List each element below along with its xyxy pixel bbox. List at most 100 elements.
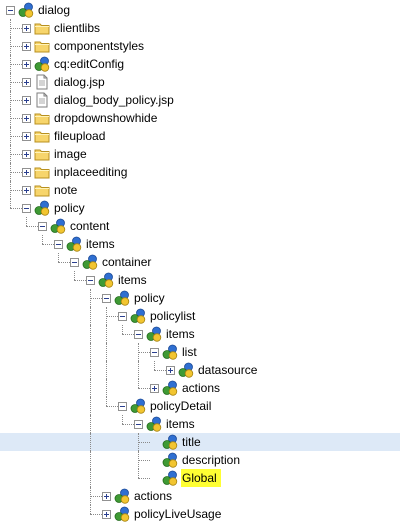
tree-node-dialog-jsp[interactable]: dialog.jsp <box>22 73 106 91</box>
expand-plus-icon[interactable] <box>102 491 111 501</box>
expander-spacer <box>150 474 159 483</box>
tree-node-container-items[interactable]: items <box>86 271 148 289</box>
expand-plus-icon[interactable] <box>22 95 31 105</box>
tree-node-componentstyles[interactable]: componentstyles <box>22 37 145 55</box>
expand-plus-icon[interactable] <box>22 167 31 177</box>
tree-node-label[interactable]: fileupload <box>54 129 106 143</box>
expand-plus-icon[interactable] <box>22 131 31 141</box>
expand-plus-icon[interactable] <box>22 149 31 159</box>
tree-node-items[interactable]: items <box>54 235 116 253</box>
tree-node-content[interactable]: content <box>38 217 110 235</box>
tree-node-label[interactable]: policyLiveUsage <box>134 507 222 521</box>
tree-node-policy-inner[interactable]: policy <box>102 289 166 307</box>
node-icon <box>162 452 178 468</box>
tree-node-description[interactable]: description <box>150 451 241 469</box>
tree-node-title[interactable]: title <box>150 433 202 451</box>
tree-node-label[interactable]: items <box>86 237 115 251</box>
tree-node-note[interactable]: note <box>22 181 78 199</box>
collapse-minus-icon[interactable] <box>22 203 31 213</box>
tree-node-fileupload[interactable]: fileupload <box>22 127 106 145</box>
tree-node-label[interactable]: image <box>54 147 87 161</box>
collapse-minus-icon[interactable] <box>118 311 127 321</box>
tree-node-label[interactable]: content <box>70 219 110 233</box>
tree-node-policy[interactable]: policy <box>22 199 86 217</box>
tree-node-label[interactable]: actions <box>134 489 173 503</box>
tree-node-label[interactable]: dialog <box>38 3 71 17</box>
folder-icon <box>34 41 50 53</box>
tree-node-label[interactable]: cq:editConfig <box>54 57 125 71</box>
expand-plus-icon[interactable] <box>22 185 31 195</box>
tree-node-policydetail[interactable]: policyDetail <box>118 397 212 415</box>
tree-node-label[interactable]: datasource <box>198 363 258 377</box>
tree-node-label[interactable]: policy <box>134 291 165 305</box>
tree-connector-line <box>10 100 22 101</box>
tree-node-actions[interactable]: actions <box>102 487 173 505</box>
tree-node-cq-editconfig[interactable]: cq:editConfig <box>22 55 125 73</box>
expand-plus-icon[interactable] <box>22 59 31 69</box>
tree-node-label[interactable]: note <box>54 183 78 197</box>
collapse-minus-icon[interactable] <box>38 221 47 231</box>
tree-node-label[interactable]: items <box>166 327 195 341</box>
tree-node-label[interactable]: policy <box>54 201 85 215</box>
expand-plus-icon[interactable] <box>22 41 31 51</box>
tree-node-global[interactable]: Global <box>150 469 221 487</box>
tree-node-label[interactable]: dialog_body_policy.jsp <box>54 93 174 107</box>
tree-node-actions-inner[interactable]: actions <box>150 379 221 397</box>
tree-node-list[interactable]: list <box>150 343 198 361</box>
tree-node-label[interactable]: policylist <box>150 309 196 323</box>
tree-node-dropdownshowhide[interactable]: dropdownshowhide <box>22 109 158 127</box>
tree-node-label[interactable]: items <box>166 417 195 431</box>
node-icon <box>98 272 114 288</box>
tree-node-policydetail-items[interactable]: items <box>134 415 196 433</box>
tree-connector-line <box>90 514 102 515</box>
tree-guide-line <box>106 361 107 379</box>
tree-node-label[interactable]: description <box>182 453 241 467</box>
tree-node-label[interactable]: title <box>182 435 201 449</box>
tree-guide-line <box>90 307 91 325</box>
tree-node-clientlibs[interactable]: clientlibs <box>22 19 101 37</box>
tree-node-datasource[interactable]: datasource <box>166 361 258 379</box>
collapse-minus-icon[interactable] <box>134 419 143 429</box>
expand-plus-icon[interactable] <box>22 23 31 33</box>
tree-node-label[interactable]: inplaceediting <box>54 165 128 179</box>
tree-connector-line <box>106 406 118 407</box>
tree-node-label[interactable]: dialog.jsp <box>54 75 105 89</box>
tree-node-label[interactable]: clientlibs <box>54 21 101 35</box>
collapse-minus-icon[interactable] <box>70 257 79 267</box>
tree-node-label[interactable]: actions <box>182 381 221 395</box>
tree-node-label[interactable]: container <box>102 255 152 269</box>
tree-node-policylist[interactable]: policylist <box>118 307 196 325</box>
tree-node-label[interactable]: items <box>118 273 147 287</box>
expand-plus-icon[interactable] <box>22 77 31 87</box>
tree-node-label[interactable]: policyDetail <box>150 399 212 413</box>
tree-guide-line <box>26 217 27 226</box>
collapse-minus-icon[interactable] <box>134 329 143 339</box>
tree-node-label[interactable]: dropdownshowhide <box>54 111 158 125</box>
collapse-minus-icon[interactable] <box>6 5 15 15</box>
tree-node-label[interactable]: componentstyles <box>54 39 145 53</box>
collapse-minus-icon[interactable] <box>86 275 95 285</box>
collapse-minus-icon[interactable] <box>150 347 159 357</box>
tree-node-label[interactable]: Global <box>181 469 221 487</box>
collapse-minus-icon[interactable] <box>54 239 63 249</box>
tree-node-dialog[interactable]: dialog <box>6 1 71 19</box>
node-icon <box>114 488 130 504</box>
node-icon <box>82 254 98 270</box>
collapse-minus-icon[interactable] <box>118 401 127 411</box>
tree-node-policyliveusage[interactable]: policyLiveUsage <box>102 505 222 523</box>
collapse-minus-icon[interactable] <box>102 293 111 303</box>
expand-plus-icon[interactable] <box>166 365 175 375</box>
tree-node-dialog-body-policy-jsp[interactable]: dialog_body_policy.jsp <box>22 91 175 109</box>
expand-plus-icon[interactable] <box>22 113 31 123</box>
tree-node-container[interactable]: container <box>70 253 152 271</box>
tree-connector-line <box>138 352 150 353</box>
expand-plus-icon[interactable] <box>102 509 111 519</box>
tree-node-policylist-items[interactable]: items <box>134 325 196 343</box>
tree-node-label[interactable]: list <box>182 345 197 359</box>
folder-icon <box>34 149 50 161</box>
tree-connector-line <box>42 244 54 245</box>
tree-node-inplaceediting[interactable]: inplaceediting <box>22 163 128 181</box>
tree-guide-line <box>90 361 91 379</box>
expand-plus-icon[interactable] <box>150 383 159 393</box>
tree-node-image[interactable]: image <box>22 145 88 163</box>
